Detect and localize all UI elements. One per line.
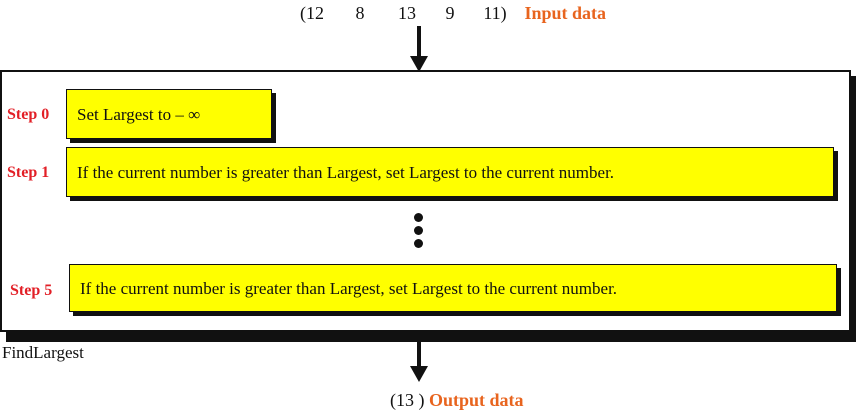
step-1-text: If the current number is greater than La… [77,162,615,182]
algorithm-name: FindLargest [2,343,84,362]
input-arrow-shaft [417,26,421,58]
ellipsis-dot-icon [414,239,423,248]
input-data-label: Input data [524,3,607,23]
step-5-label: Step 5 [10,282,53,299]
step-1-label: Step 1 [7,164,50,181]
input-value-4: 9 [445,3,455,23]
output-value: (13 ) [390,390,425,410]
step-0-box: Set Largest to – ∞ [66,89,272,139]
step-5-text: If the current number is greater than La… [80,278,618,298]
input-value-5: 11) [483,3,507,23]
output-data-line: (13 ) Output data [390,390,524,411]
input-value-3: 13 [398,3,416,23]
step-0-text: Set Largest to – ∞ [77,104,201,124]
output-arrow-shaft [417,339,421,369]
output-arrow-head-icon [410,366,428,382]
input-arrow-head-icon [410,56,428,72]
input-value-1: (12 [300,3,324,23]
step-1-box: If the current number is greater than La… [66,147,834,197]
step-0-label: Step 0 [7,106,50,123]
output-data-label: Output data [429,390,524,410]
input-data-line: (12 8 13 9 11) Input data [300,2,606,24]
step-5-box: If the current number is greater than La… [69,264,837,312]
ellipsis-dot-icon [414,226,423,235]
input-value-2: 8 [355,3,365,23]
ellipsis-dot-icon [414,213,423,222]
